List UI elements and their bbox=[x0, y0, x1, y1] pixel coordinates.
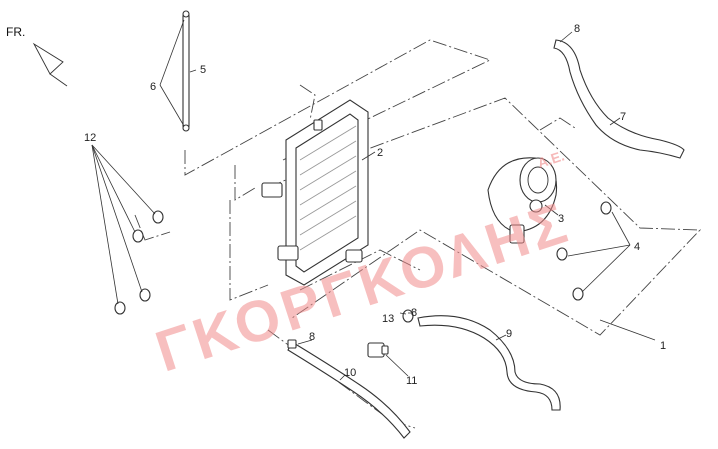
callout-1: 1 bbox=[660, 340, 666, 352]
callout-12: 12 bbox=[84, 132, 96, 144]
watermark-suffix: Α.Ε. bbox=[535, 147, 566, 171]
callout-8-upper: 8 bbox=[574, 23, 580, 35]
callout-2: 2 bbox=[377, 147, 383, 159]
part-drain-hose bbox=[287, 339, 411, 439]
callout-3: 3 bbox=[558, 213, 564, 225]
bolt-group-4 bbox=[556, 201, 612, 301]
callout-13: 13 bbox=[382, 313, 394, 325]
callout-numbers: 1 2 3 4 5 6 7 8 8 8 9 10 11 12 13 bbox=[84, 23, 666, 387]
part-upper-hose bbox=[553, 39, 685, 159]
callout-7: 7 bbox=[620, 111, 626, 123]
callout-8-lower: 8 bbox=[309, 331, 315, 343]
callout-5: 5 bbox=[200, 64, 206, 76]
assembly-outline bbox=[134, 39, 702, 429]
callout-11: 11 bbox=[406, 375, 417, 387]
direction-arrow-icon bbox=[32, 42, 64, 75]
callout-10: 10 bbox=[344, 367, 356, 379]
callout-8-middle: 8 bbox=[411, 307, 417, 319]
callout-6: 6 bbox=[150, 81, 156, 93]
part-temperature-sensor bbox=[367, 342, 389, 358]
bolt-group-12 bbox=[114, 210, 164, 315]
part-fan-assembly bbox=[487, 157, 558, 244]
callout-9: 9 bbox=[506, 328, 512, 340]
part-radiator bbox=[261, 99, 369, 286]
part-rod bbox=[182, 10, 190, 132]
front-direction-indicator: FR. bbox=[6, 25, 68, 87]
part-lower-hose bbox=[402, 309, 561, 411]
leader-lines bbox=[91, 19, 656, 381]
front-direction-label: FR. bbox=[6, 25, 25, 39]
callout-4: 4 bbox=[634, 241, 640, 253]
